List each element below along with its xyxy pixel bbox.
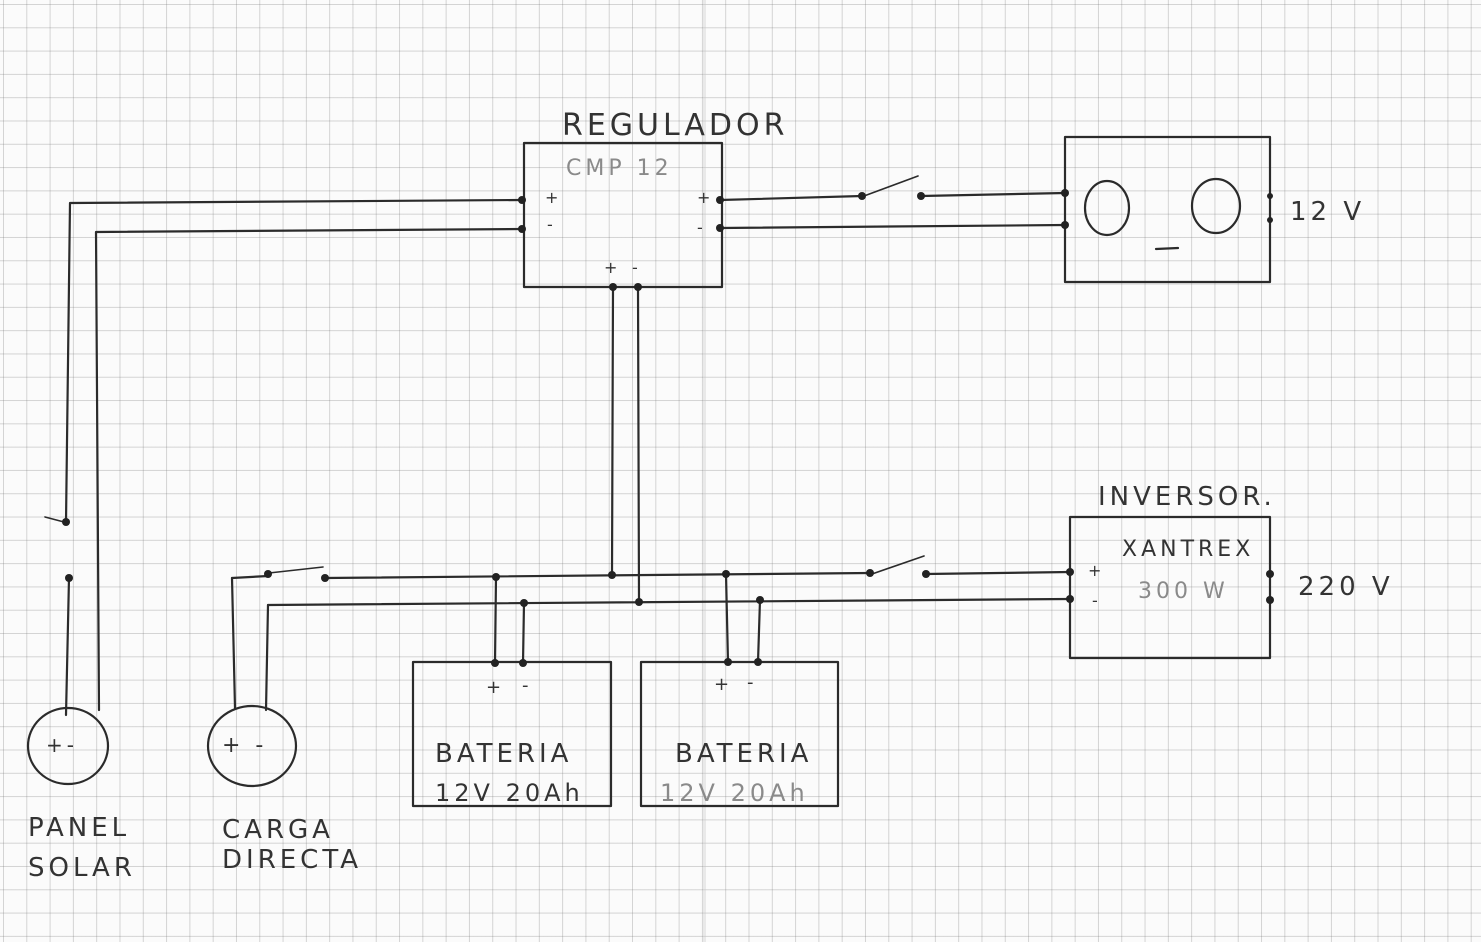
battery-2-title: BATERIA [675, 739, 812, 769]
battery-2-plus: + [714, 674, 733, 695]
battery-bus-wires [266, 285, 1072, 665]
outlet-socket-left [1083, 179, 1131, 237]
battery-1-plus: + [486, 677, 505, 698]
inverter-power: 300 W [1138, 579, 1229, 604]
solar-panel-symbol [26, 706, 110, 786]
battery-1 [411, 660, 613, 808]
inverter-box [1068, 515, 1272, 660]
terminal-dots [62, 189, 1274, 667]
regulator-load-minus: - [697, 218, 707, 237]
inverter-minus: - [1092, 591, 1102, 610]
inverter-title: INVERSOR. [1098, 482, 1276, 512]
direct-load-symbol [206, 704, 298, 788]
inverter-brand: XANTREX [1122, 537, 1254, 562]
dc-outlet-wires [718, 175, 1067, 230]
regulator-model: CMP 12 [566, 156, 673, 181]
solar-panel-wires [44, 198, 524, 717]
battery-1-minus: - [522, 675, 533, 696]
paper-fold-line [703, 0, 706, 942]
inverter-plus: + [1088, 561, 1105, 580]
direct-load-terminals: + - [222, 733, 267, 758]
battery-1-title: BATERIA [435, 739, 572, 769]
dc-output-voltage: 12 V [1290, 197, 1365, 227]
direct-load-wires [230, 566, 324, 712]
direct-load-label-line1: CARGA [222, 815, 334, 845]
outlet-socket-right [1190, 177, 1242, 235]
dc-outlet-box [1063, 135, 1272, 284]
battery-2-minus: - [747, 672, 758, 693]
regulator-panel-minus: - [547, 215, 557, 234]
battery-2 [639, 660, 840, 808]
solar-panel-terminals: +- [46, 733, 78, 757]
regulator-battery-minus: - [632, 258, 642, 277]
ac-output-voltage: 220 V [1298, 572, 1394, 602]
regulator-battery-plus: + [604, 258, 621, 277]
solar-panel-label-line1: PANEL [28, 813, 130, 843]
battery-1-spec: 12V 20Ah [435, 779, 584, 807]
solar-panel-label-line2: SOLAR [28, 853, 136, 883]
battery-2-spec: 12V 20Ah [660, 779, 809, 807]
direct-load-label-line2: DIRECTA [222, 845, 362, 875]
regulator-load-plus: + [697, 188, 714, 207]
regulator-box [522, 141, 724, 289]
regulator-panel-plus: + [545, 188, 562, 207]
regulator-title: REGULADOR [562, 108, 789, 143]
